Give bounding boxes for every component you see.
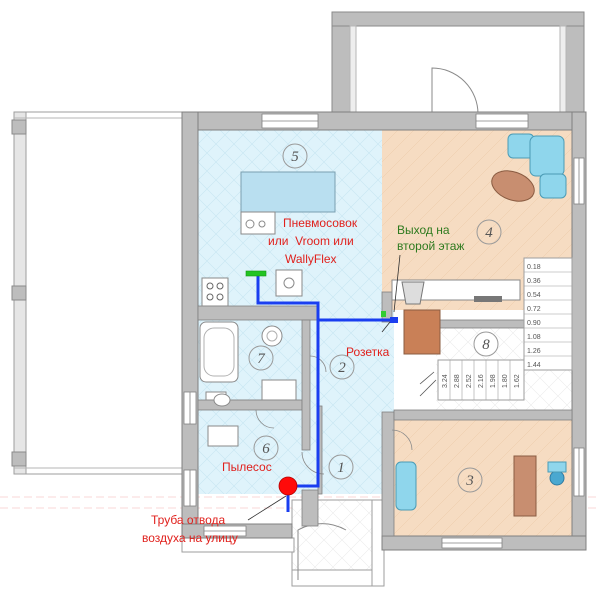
stair-step-label: 0.90 [527,320,541,327]
stair-step-label: 2.88 [454,374,461,388]
doors [255,355,413,475]
room-number-7: 7 [257,351,266,367]
stair-step-label: 1.62 [514,374,521,388]
leader-lines [247,254,401,521]
room-number-5: 5 [291,149,299,165]
kitchen-furniture [201,171,336,307]
stair-step-label: 0.72 [527,306,541,313]
pipe-end-marker [390,317,398,323]
pneumo-inlet-marker [245,270,267,277]
pipe-label-line-1: Труба отвода [151,513,225,527]
pipe-label-line-2: воздуха на улицу [142,531,238,545]
annotations: Пневмосовок или Vroom или WallyFlex Выхо… [142,216,464,545]
living-room-furniture [491,133,567,202]
entrance-porch [181,499,385,587]
stair-step-label: 2.52 [466,374,473,388]
room-6-fixtures [205,391,239,447]
staircase [419,257,573,401]
room-number-2: 2 [338,360,346,376]
stair-step-label: 0.18 [527,264,541,271]
windows [183,113,585,549]
stair-labels: 0.18 0.36 0.54 0.72 0.90 1.08 1.26 1.44 … [442,264,541,388]
exit-structure [391,279,521,355]
vacuum-pipe [245,270,398,512]
vacuum-unit-marker [278,476,298,496]
interior-walls [197,291,573,537]
room-number-6: 6 [262,441,270,457]
pneumo-label-line-2: или Vroom или [268,234,354,248]
exit-label-line-1: Выход на [397,223,450,237]
room-number-4: 4 [485,225,493,241]
bathroom-fixtures [199,321,300,401]
socket-marker [381,311,386,317]
stair-step-label: 1.26 [527,348,541,355]
stair-step-label: 1.08 [527,334,541,341]
stair-step-label: 3.24 [442,374,449,388]
pneumo-label-line-3: WallyFlex [285,252,337,266]
left-terrace [11,111,183,475]
stair-step-label: 2.16 [478,374,485,388]
stair-step-label: 0.36 [527,278,541,285]
room-number-3: 3 [465,473,474,489]
exit-label-line-2: второй этаж [397,239,464,253]
room-3-zone [390,420,572,536]
room-number-1: 1 [337,460,345,476]
room-number-8: 8 [482,337,490,353]
stair-step-label: 1.80 [502,374,509,388]
vacuum-label: Пылесос [222,460,272,474]
stair-step-label: 0.54 [527,292,541,299]
room-3-furniture [395,455,567,517]
socket-label: Розетка [346,345,390,359]
stair-step-label: 1.98 [490,374,497,388]
top-porch [331,11,585,115]
room-numbers: 5 4 8 7 2 6 1 3 [248,143,502,493]
pneumo-label-line-1: Пневмосовок [283,216,358,230]
stair-step-label: 1.44 [527,362,541,369]
